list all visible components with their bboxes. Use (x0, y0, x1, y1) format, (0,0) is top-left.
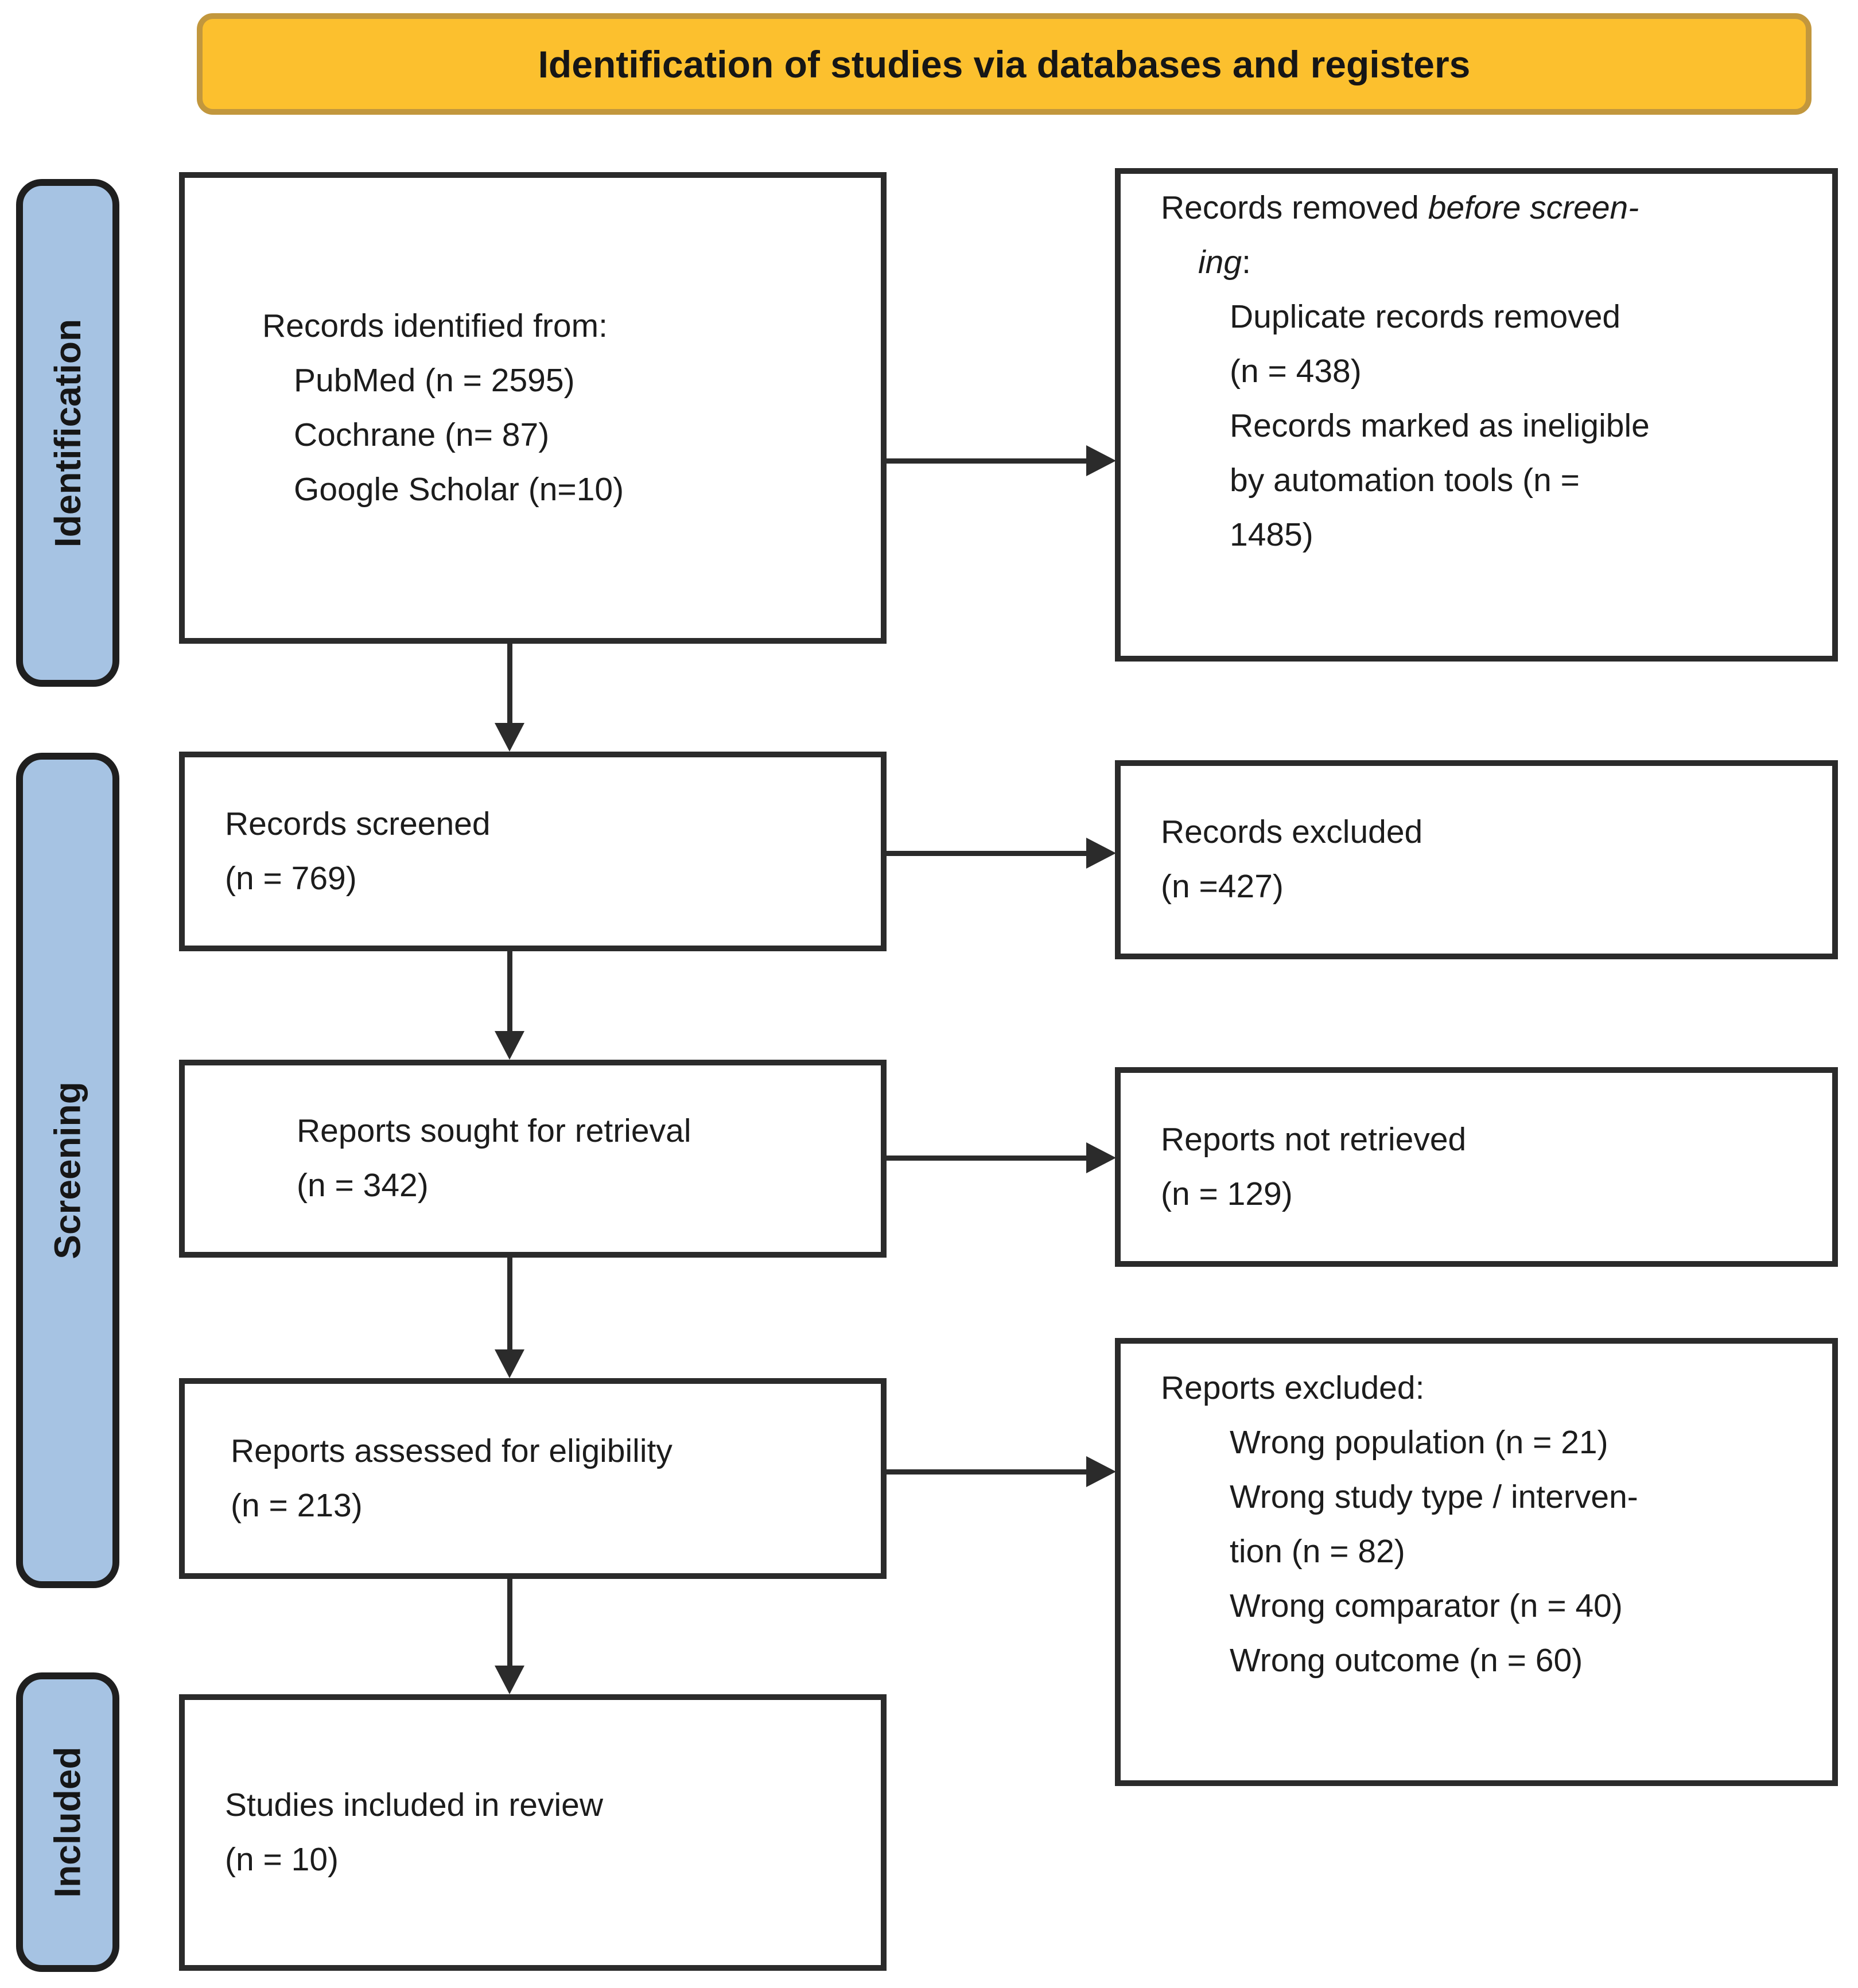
arrow-line (507, 1579, 512, 1667)
records-excluded-count: (n =427) (1161, 868, 1284, 905)
arrow-head (495, 1349, 524, 1378)
box-records-excluded: Records excluded (n =427) (1115, 760, 1838, 959)
records-screened-count: (n = 769) (225, 860, 357, 897)
stage-screening-label: Screening (47, 1081, 88, 1259)
title-text: Identification of studies via databases … (538, 42, 1471, 85)
records-removed-heading-line2: ing: (1198, 244, 1251, 281)
records-identified-item: Cochrane (n= 87) (294, 417, 550, 453)
reports-excluded-item: tion (n = 82) (1230, 1533, 1405, 1570)
box-records-removed-before-screening: Records removed before screen- ing: Dupl… (1115, 168, 1838, 662)
reports-excluded-item: Wrong population (n = 21) (1230, 1424, 1608, 1461)
box-reports-sought-for-retrieval: Reports sought for retrieval (n = 342) (179, 1060, 887, 1258)
sidebar-stage-included: Included (16, 1672, 119, 1972)
arrow-head (495, 1666, 524, 1694)
studies-included-line: Studies included in review (225, 1787, 604, 1823)
arrow-head (495, 723, 524, 752)
arrow-head (1086, 445, 1116, 476)
arrow-head (1086, 1142, 1116, 1173)
stage-included-label: Included (47, 1746, 88, 1898)
records-excluded-line: Records excluded (1161, 814, 1423, 850)
arrow-head (1086, 838, 1116, 869)
reports-excluded-item: Wrong comparator (n = 40) (1230, 1588, 1623, 1624)
reports-sought-count: (n = 342) (297, 1167, 429, 1204)
records-removed-item: Duplicate records removed (1230, 298, 1621, 335)
reports-excluded-item: Wrong outcome (n = 60) (1230, 1642, 1583, 1679)
arrow-line (887, 851, 1087, 856)
arrow-line (887, 1469, 1087, 1475)
records-identified-heading: Records identified from: (262, 308, 608, 344)
arrow-line (507, 644, 512, 726)
reports-not-retrieved-count: (n = 129) (1161, 1176, 1293, 1212)
records-screened-line: Records screened (225, 806, 491, 842)
records-removed-item: (n = 438) (1230, 353, 1362, 390)
records-removed-item: 1485) (1230, 516, 1313, 553)
arrow-head (1086, 1456, 1116, 1487)
box-records-identified: Records identified from: PubMed (n = 259… (179, 172, 887, 644)
records-removed-item: Records marked as ineligible (1230, 407, 1650, 444)
arrow-line (507, 1258, 512, 1351)
box-records-screened: Records screened (n = 769) (179, 752, 887, 951)
sidebar-stage-identification: Identification (16, 179, 119, 687)
reports-assessed-count: (n = 213) (231, 1487, 363, 1524)
arrow-line (507, 951, 512, 1033)
reports-assessed-line: Reports assessed for eligibility (231, 1433, 673, 1469)
reports-not-retrieved-line: Reports not retrieved (1161, 1121, 1467, 1158)
box-reports-excluded: Reports excluded: Wrong population (n = … (1115, 1338, 1838, 1786)
records-identified-item: PubMed (n = 2595) (294, 362, 575, 399)
records-identified-item: Google Scholar (n=10) (294, 471, 624, 508)
sidebar-stage-screening: Screening (16, 753, 119, 1588)
arrow-line (887, 458, 1087, 464)
arrow-head (495, 1031, 524, 1060)
records-removed-item: by automation tools (n = (1230, 462, 1580, 499)
studies-included-count: (n = 10) (225, 1841, 339, 1878)
box-studies-included-in-review: Studies included in review (n = 10) (179, 1694, 887, 1971)
reports-excluded-item: Wrong study type / interven- (1230, 1479, 1638, 1515)
box-reports-not-retrieved: Reports not retrieved (n = 129) (1115, 1067, 1838, 1267)
reports-excluded-heading: Reports excluded: (1161, 1370, 1425, 1406)
box-reports-assessed-for-eligibility: Reports assessed for eligibility (n = 21… (179, 1378, 887, 1579)
reports-sought-line: Reports sought for retrieval (297, 1112, 691, 1149)
records-removed-heading-line1: Records removed before screen- (1161, 189, 1639, 226)
stage-identification-label: Identification (47, 318, 88, 547)
arrow-line (887, 1156, 1087, 1161)
title-banner: Identification of studies via databases … (197, 13, 1812, 115)
